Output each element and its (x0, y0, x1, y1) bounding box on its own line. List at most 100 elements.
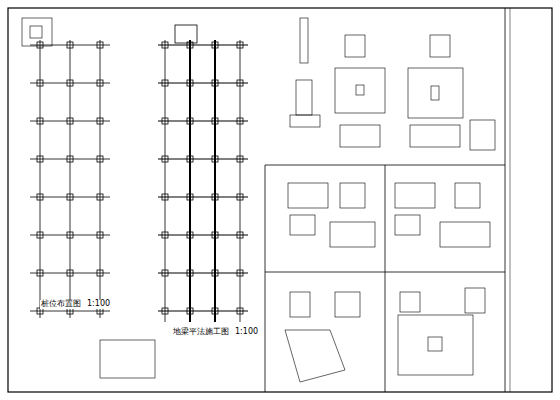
pile-section (465, 288, 485, 313)
column-section (430, 35, 450, 57)
cap-section (340, 183, 365, 208)
footing-section (340, 125, 380, 147)
column-mark (237, 232, 243, 238)
ground-beam (165, 40, 166, 322)
column-mark (212, 80, 218, 86)
cap-elevation (395, 215, 420, 235)
cap-rebar (330, 222, 375, 247)
pile-mark (37, 270, 43, 276)
ground-beam (158, 82, 248, 83)
footing-section (290, 115, 320, 127)
column-mark (162, 80, 168, 86)
pile-mark (37, 80, 43, 86)
ground-beam (158, 272, 248, 273)
pile-mark (97, 156, 103, 162)
column-mark (187, 80, 193, 86)
pile-mark (97, 42, 103, 48)
panel-border (265, 165, 266, 392)
column-mark (162, 308, 168, 314)
grid-line (30, 121, 110, 122)
pile-mark (37, 194, 43, 200)
ground-beam (158, 158, 248, 159)
column-mark (237, 118, 243, 124)
cap-section (455, 183, 480, 208)
column-mark (187, 156, 193, 162)
cap-rebar (440, 222, 490, 247)
pile-mark (67, 42, 73, 48)
ground-beam (158, 120, 248, 121)
pile-mark (37, 118, 43, 124)
grid-line (30, 311, 110, 312)
pile-mark (67, 118, 73, 124)
ground-beam (158, 310, 248, 311)
column-mark (212, 194, 218, 200)
column-mark (237, 194, 243, 200)
drawing-scale: 1:100 (234, 328, 259, 337)
ground-beam (214, 40, 216, 322)
pile-mark (67, 308, 73, 314)
pile-mark (97, 80, 103, 86)
column-mark (237, 42, 243, 48)
triangular-cap (285, 330, 345, 382)
column-mark (212, 270, 218, 276)
column-mark (187, 194, 193, 200)
grid-line (30, 45, 110, 46)
drawing-title: 地梁平法施工图 (172, 328, 230, 337)
pile-mark (67, 232, 73, 238)
pile-mark (67, 270, 73, 276)
pile-mark (97, 232, 103, 238)
column-section (345, 35, 365, 57)
sheet-frame (8, 8, 552, 392)
column-section (296, 80, 312, 115)
column-mark (162, 270, 168, 276)
column-stub (356, 85, 364, 95)
column-mark (162, 232, 168, 238)
column-mark (237, 156, 243, 162)
column-mark (237, 270, 243, 276)
pile-table (100, 340, 155, 378)
footing-plan (408, 68, 463, 118)
column-mark (162, 156, 168, 162)
column-mark (237, 308, 243, 314)
grid-line (30, 235, 110, 236)
drawing-title: 桩位布置图 (40, 300, 82, 309)
ground-beam (158, 44, 248, 45)
column-stub (431, 86, 439, 100)
pile-mark (37, 232, 43, 238)
cap-section (335, 292, 360, 317)
column-mark (187, 308, 193, 314)
column-stub (428, 337, 442, 351)
ground-beam (158, 234, 248, 235)
pile-mark (97, 118, 103, 124)
column-mark (187, 118, 193, 124)
grid-line (30, 83, 110, 84)
column-mark (162, 194, 168, 200)
ground-beam (158, 196, 248, 197)
pile-mark (67, 80, 73, 86)
pile-cap-plan (395, 183, 435, 208)
footing-section (410, 125, 460, 147)
grid-line (30, 197, 110, 198)
pile-detail (22, 18, 52, 46)
panel-border (385, 165, 386, 392)
detail-drawings (22, 18, 495, 382)
column-mark (212, 232, 218, 238)
ground-beam (240, 40, 241, 322)
pile-mark (97, 194, 103, 200)
ground-beam (189, 40, 191, 322)
column-mark (187, 270, 193, 276)
column-mark (237, 80, 243, 86)
column-mark (212, 42, 218, 48)
column-mark (187, 232, 193, 238)
rebar-detail (470, 120, 495, 150)
footing-plan (335, 68, 385, 113)
column-section (400, 292, 420, 312)
panel-border (265, 272, 505, 273)
pile-detail (30, 26, 42, 38)
grid-line (30, 273, 110, 274)
pile-mark (37, 156, 43, 162)
column-mark (162, 42, 168, 48)
column-mark (212, 118, 218, 124)
stair-detail (175, 25, 197, 43)
